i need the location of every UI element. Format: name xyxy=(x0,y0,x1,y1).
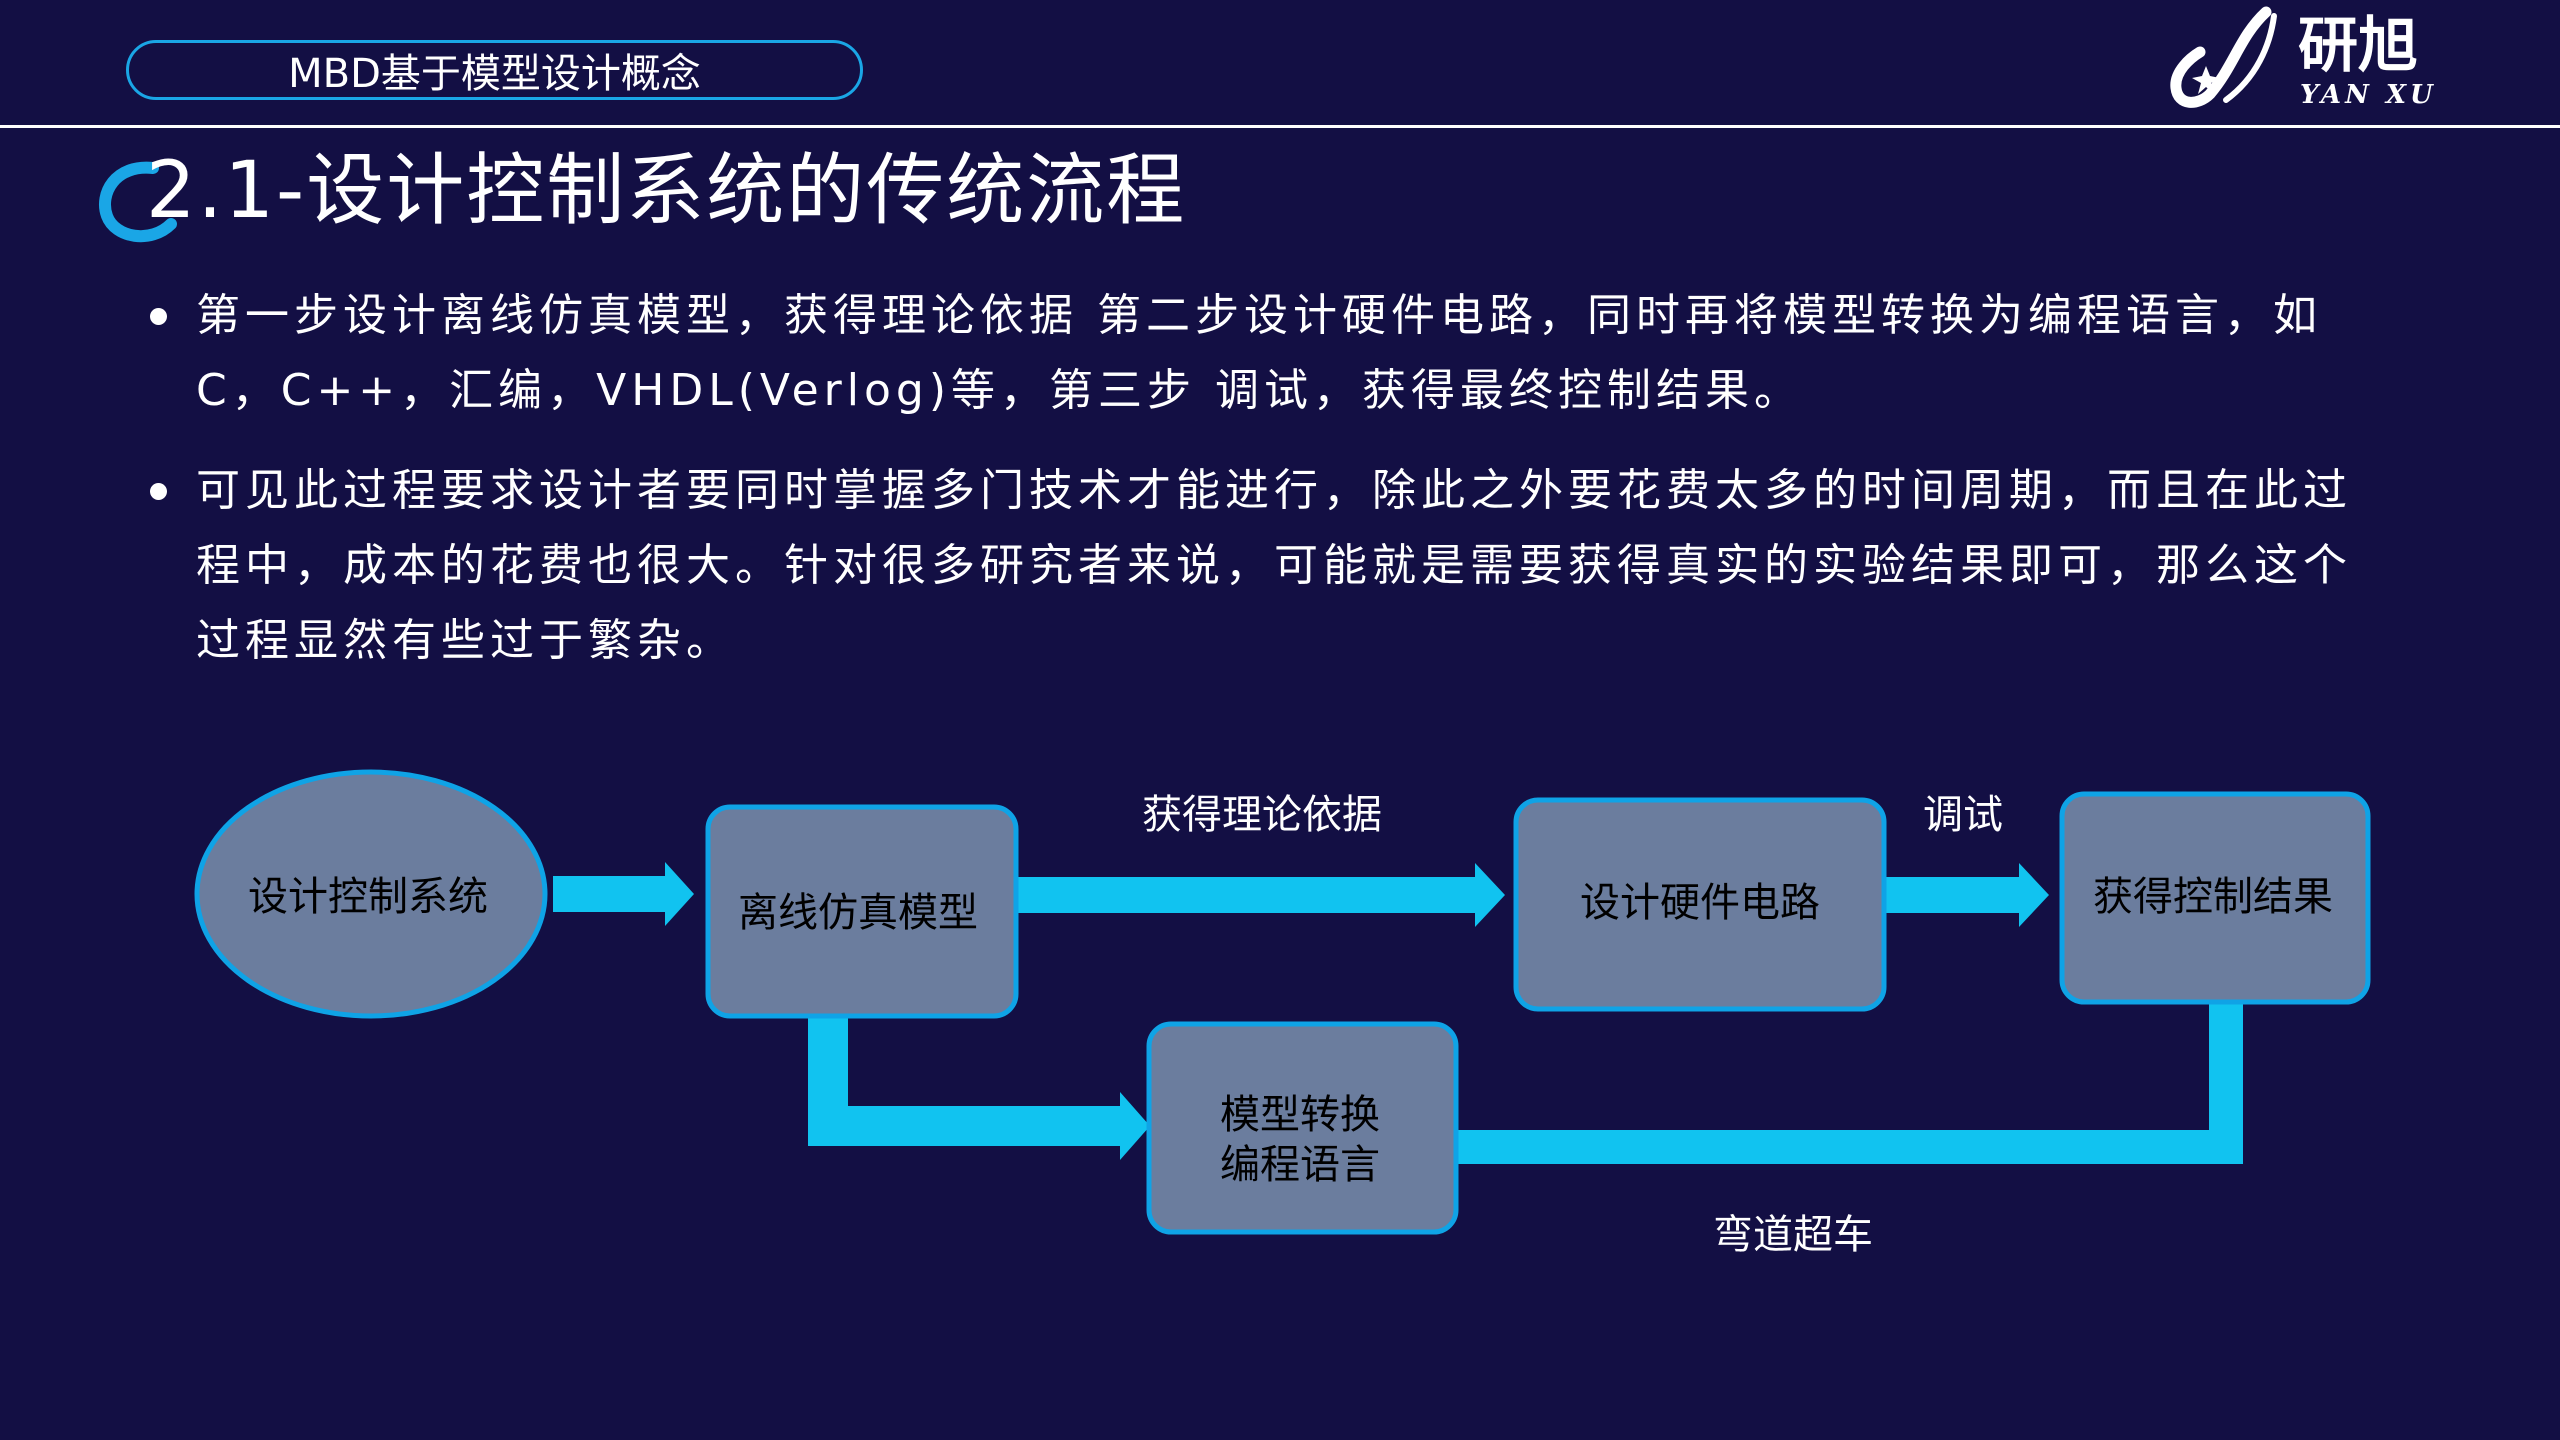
node-start xyxy=(194,769,548,1019)
logo-swirl-icon xyxy=(2170,6,2277,108)
edge-label-theory: 获得理论依据 xyxy=(1142,792,1382,838)
node-offline-model xyxy=(705,804,1019,1019)
edge-label-debug: 调试 xyxy=(1923,792,2003,838)
node-result xyxy=(2059,791,2371,1005)
yanxu-logo: 研旭 YAN XU xyxy=(2170,6,2450,116)
logo-text-en: YAN XU xyxy=(2300,80,2437,110)
arrow-hardware-to-result xyxy=(1886,863,2049,927)
line-convert-to-result xyxy=(1456,1003,2243,1164)
node-convert xyxy=(1146,1021,1459,1235)
logo-text-cn: 研旭 xyxy=(2298,11,2418,81)
title-swirl-icon xyxy=(99,161,177,243)
bullet-text: 第一步设计离线仿真模型，获得理论依据 第二步设计硬件电路，同时再将模型转换为编程… xyxy=(196,290,2322,416)
arrow-start-to-model xyxy=(553,862,694,926)
node-start-label: 设计控制系统 xyxy=(248,874,488,920)
node-hardware-label: 设计硬件电路 xyxy=(1580,880,1820,926)
node-result-label: 获得控制结果 xyxy=(2093,874,2333,920)
node-convert-label-line2: 编程语言 xyxy=(1220,1142,1380,1188)
header-divider xyxy=(0,125,2560,128)
node-convert-label-line1: 模型转换 xyxy=(1220,1092,1380,1138)
edge-label-shortcut: 弯道超车 xyxy=(1713,1212,1873,1258)
bullet-dot xyxy=(150,483,167,500)
section-title: MBD基于模型设计概念 xyxy=(288,51,701,97)
arrow-model-to-hardware xyxy=(1017,863,1505,927)
bullet-text: 可见此过程要求设计者要同时掌握多门技术才能进行，除此之外要花费太多的时间周期，而… xyxy=(196,465,2352,666)
page-title: 2.1-设计控制系统的传统流程 xyxy=(146,146,1187,236)
node-hardware xyxy=(1513,797,1887,1012)
node-offline-model-label: 离线仿真模型 xyxy=(738,890,978,936)
bullet-item: 可见此过程要求设计者要同时掌握多门技术才能进行，除此之外要花费太多的时间周期，而… xyxy=(150,453,2400,678)
arrow-model-to-convert xyxy=(808,1018,1150,1160)
bullet-dot xyxy=(150,308,167,325)
bullet-item: 第一步设计离线仿真模型，获得理论依据 第二步设计硬件电路，同时再将模型转换为编程… xyxy=(150,278,2400,428)
bullet-list: 第一步设计离线仿真模型，获得理论依据 第二步设计硬件电路，同时再将模型转换为编程… xyxy=(150,278,2400,703)
section-title-badge: MBD基于模型设计概念 xyxy=(126,40,863,100)
